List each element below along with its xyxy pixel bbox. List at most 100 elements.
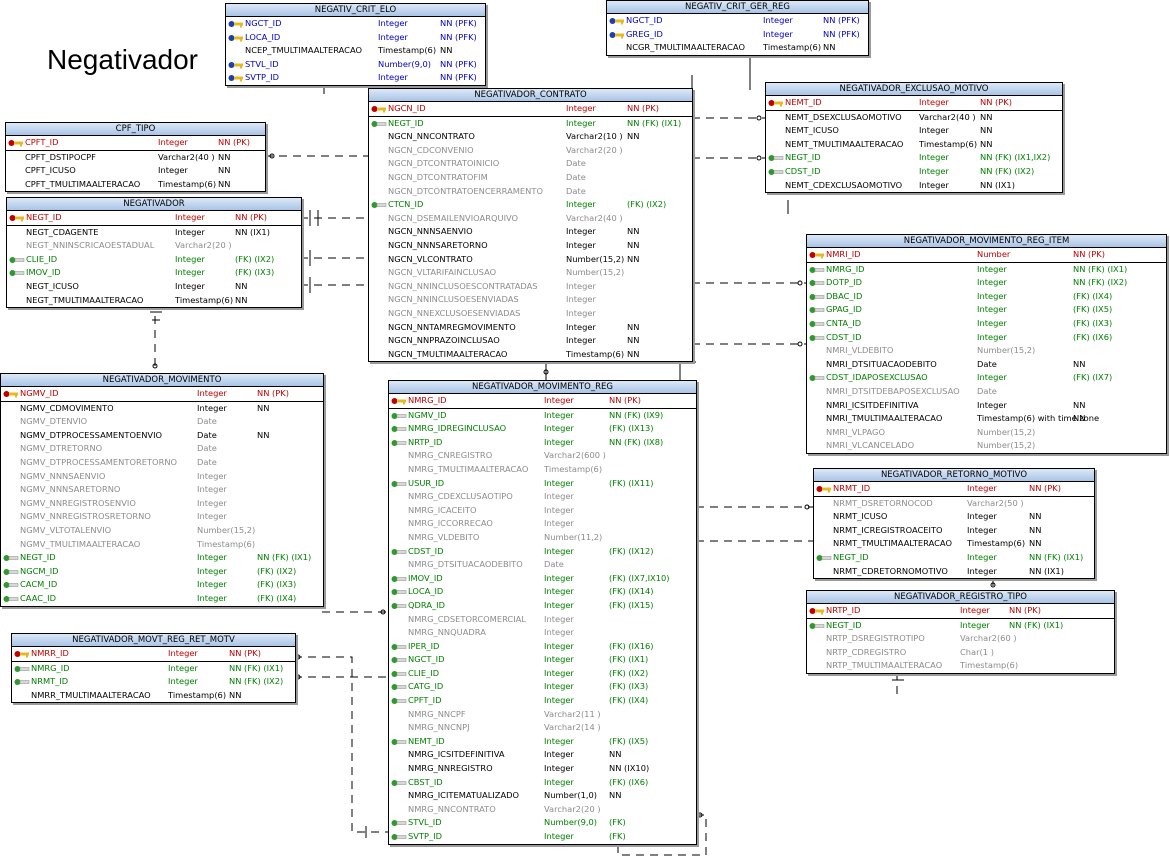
- entity-header[interactable]: NEGATIV_CRIT_ELO: [226, 4, 485, 17]
- entity-header[interactable]: NEGATIVADOR_REGISTRO_TIPO: [807, 591, 1114, 604]
- entity-header[interactable]: NEGATIVADOR_MOVT_REG_RET_MOTV: [12, 634, 295, 647]
- entity-header[interactable]: NEGATIVADOR_MOVIMENTO_REG: [389, 381, 696, 394]
- entity-header[interactable]: NEGATIVADOR_CONTRATO: [369, 89, 692, 102]
- entity-header[interactable]: NEGATIVADOR_MOVIMENTO: [1, 374, 323, 387]
- entity-header[interactable]: NEGATIV_CRIT_GER_REG: [607, 1, 868, 14]
